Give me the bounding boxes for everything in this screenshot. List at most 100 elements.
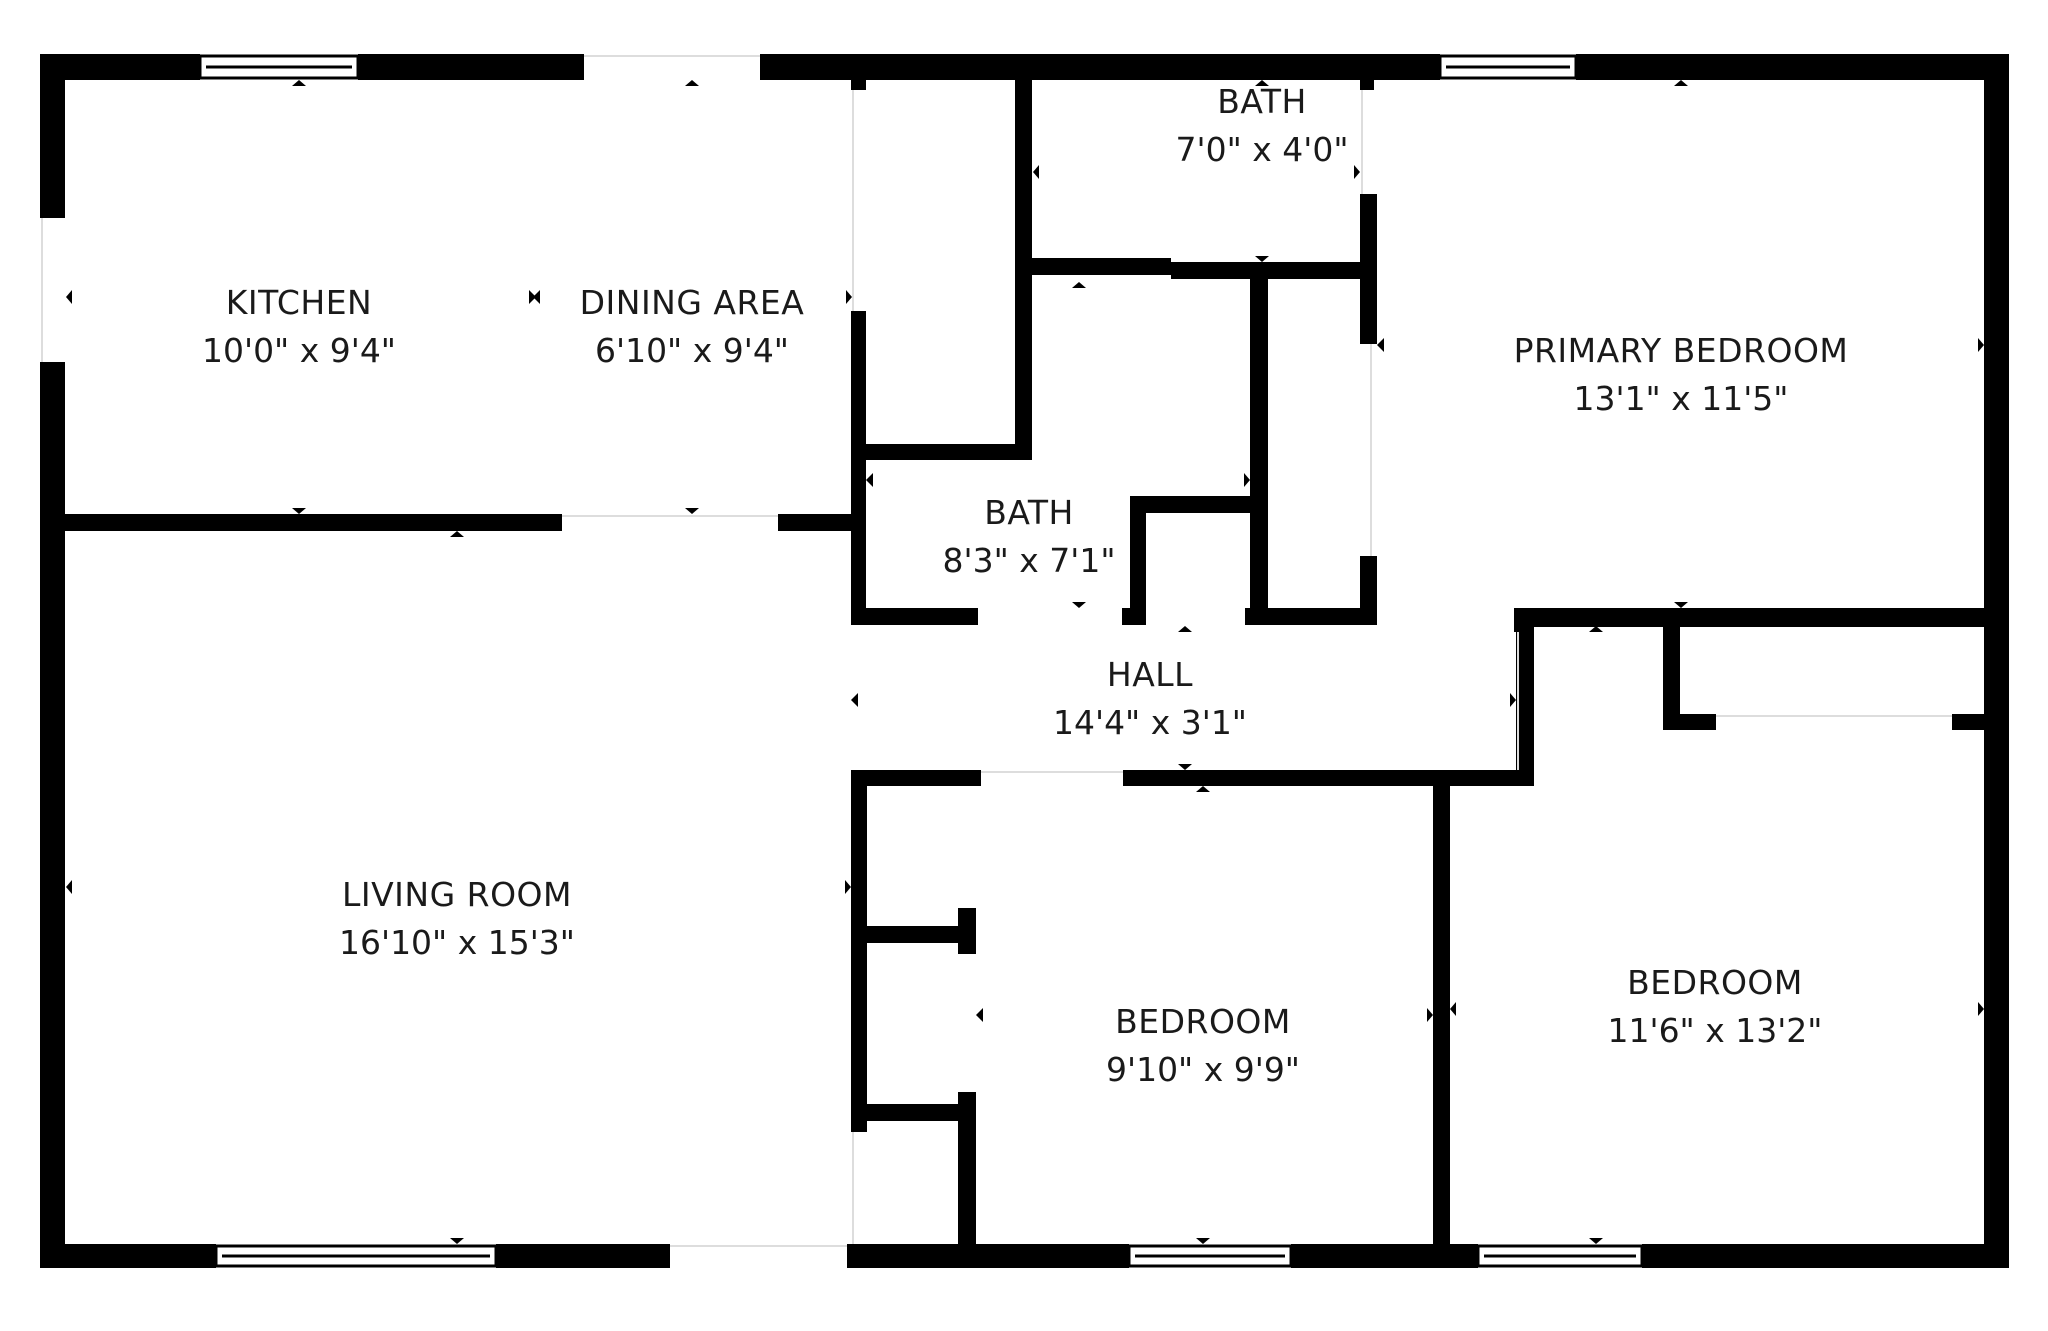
tick-bath-mid-bottom (1072, 602, 1086, 608)
room-bath-top: BATH 7'0" x 4'0" (1176, 82, 1349, 169)
room-name: KITCHEN (226, 283, 373, 322)
room-living-room: LIVING ROOM 16'10" x 15'3" (339, 875, 575, 962)
tick-primary-right (1978, 338, 1984, 352)
wall-bath-top-bottom-1 (1015, 258, 1171, 275)
tick-bath-mid-top (1072, 282, 1086, 288)
room-name: BEDROOM (1115, 1002, 1291, 1041)
tick-bedroom-right-left (1450, 1002, 1456, 1016)
tick-living-bottom (450, 1238, 464, 1244)
windows (198, 54, 1644, 1268)
tick-bath-top-left (1033, 165, 1039, 179)
walls (40, 54, 2009, 1268)
room-name: HALL (1107, 655, 1193, 694)
wall-bedrooms-divider (1433, 782, 1450, 1268)
tick-bath-mid-left (866, 473, 873, 487)
tick-hall-left (851, 693, 858, 707)
wall-bath-mid-bottom-1 (851, 608, 978, 625)
room-dims: 14'4" x 3'1" (1053, 703, 1247, 742)
wall-dining-right-1 (851, 76, 866, 90)
wall-living-right-1 (851, 772, 867, 1132)
tick-living-top (450, 531, 464, 537)
room-kitchen: KITCHEN 10'0" x 9'4" (202, 283, 396, 370)
wall-exterior-bottom-2 (496, 1244, 670, 1268)
wall-bath-mid-bottom-2 (1122, 608, 1146, 625)
wall-closet-c-left (1663, 618, 1680, 730)
tick-dining-right (846, 290, 852, 304)
room-name: PRIMARY BEDROOM (1514, 331, 1849, 370)
room-name: BATH (1217, 82, 1307, 121)
tick-bedroom-center-left (976, 1008, 983, 1022)
tick-bath-top-bottom (1255, 256, 1269, 262)
tick-primary-bottom (1674, 602, 1688, 608)
tick-dining-top (685, 80, 699, 86)
wall-closet-b-right (1360, 556, 1377, 624)
wall-closet-b-bottom (1245, 608, 1377, 625)
room-dining-area: DINING AREA 6'10" x 9'4" (580, 283, 804, 370)
tick-kitchen-right (529, 290, 536, 304)
wall-exterior-top-1 (40, 54, 200, 80)
room-dims: 13'1" x 11'5" (1574, 379, 1789, 418)
room-dims: 11'6" x 13'2" (1608, 1011, 1823, 1050)
room-dims: 7'0" x 4'0" (1176, 130, 1349, 169)
room-dims: 10'0" x 9'4" (202, 331, 396, 370)
tick-primary-left (1377, 338, 1384, 352)
tick-bath-top-right (1354, 165, 1360, 179)
dimension-ticks (66, 80, 1984, 1244)
tick-kitchen-left (66, 290, 72, 304)
wall-bath-top-bottom-2 (1171, 262, 1369, 279)
wall-hall-right (1516, 630, 1534, 786)
wall-bath-mid-step-v (1130, 496, 1146, 624)
tick-bedroom-center-right (1427, 1008, 1433, 1022)
room-bath-middle: BATH 8'3" x 7'1" (943, 493, 1116, 580)
wall-closet-e-top (858, 1104, 968, 1121)
wall-closet-d-top (858, 926, 968, 943)
wall-closet-d-stub (958, 908, 976, 954)
room-hall: HALL 14'4" x 3'1" (1053, 655, 1247, 742)
wall-exterior-bottom-3 (847, 1244, 1129, 1268)
tick-hall-top (1178, 626, 1192, 632)
room-dims: 6'10" x 9'4" (595, 331, 789, 370)
tick-dining-left (533, 290, 540, 304)
wall-closet-c-bottom-1 (1663, 714, 1716, 730)
tick-hall-top-2 (1589, 626, 1603, 632)
wall-kitchen-living (40, 514, 562, 531)
tick-dining-bottom (685, 508, 699, 514)
wall-exterior-left-1 (40, 54, 65, 218)
wall-exterior-bottom-5 (1642, 1244, 2009, 1268)
tick-bedroom-center-top (1196, 786, 1210, 792)
room-primary-bedroom: PRIMARY BEDROOM 13'1" x 11'5" (1514, 331, 1849, 418)
room-bedroom-center: BEDROOM 9'10" x 9'9" (1106, 1002, 1300, 1089)
tick-primary-top (1674, 80, 1688, 86)
tick-bath-mid-right (1244, 473, 1250, 487)
wall-bath-top-right-2 (1360, 194, 1377, 344)
room-dims: 9'10" x 9'9" (1106, 1050, 1300, 1089)
wall-closet-c-bottom-2 (1952, 714, 2009, 730)
wall-exterior-left-2 (40, 362, 65, 1268)
wall-exterior-top-2 (358, 54, 584, 80)
tick-bedroom-right-right (1978, 1002, 1984, 1016)
room-name: LIVING ROOM (342, 875, 572, 914)
room-dims: 16'10" x 15'3" (339, 923, 575, 962)
wall-hall-bottom-left (851, 770, 981, 786)
wall-hall-bottom-right (1123, 770, 1533, 786)
wall-bath-top-right-1 (1360, 76, 1374, 90)
room-name: BATH (984, 493, 1074, 532)
wall-bath-mid-step-h (1130, 496, 1258, 513)
wall-primary-bottom (1514, 608, 2009, 627)
room-dims: 8'3" x 7'1" (943, 541, 1116, 580)
tick-bath-top-top (1255, 80, 1269, 86)
wall-exterior-right (1984, 54, 2009, 1268)
wall-closet-e-right (958, 1092, 976, 1268)
openings (41, 55, 1952, 1247)
tick-kitchen-top (292, 80, 306, 86)
tick-bedroom-center-bottom (1196, 1238, 1210, 1244)
wall-exterior-top-3 (760, 54, 1440, 80)
room-bedroom-right: BEDROOM 11'6" x 13'2" (1608, 963, 1823, 1050)
room-name: BEDROOM (1627, 963, 1803, 1002)
wall-closet-a-bottom (858, 444, 1032, 460)
wall-exterior-top-4 (1576, 54, 2009, 80)
tick-kitchen-bottom (292, 508, 306, 514)
tick-hall-bottom (1178, 764, 1192, 770)
tick-bedroom-right-bottom (1589, 1238, 1603, 1244)
